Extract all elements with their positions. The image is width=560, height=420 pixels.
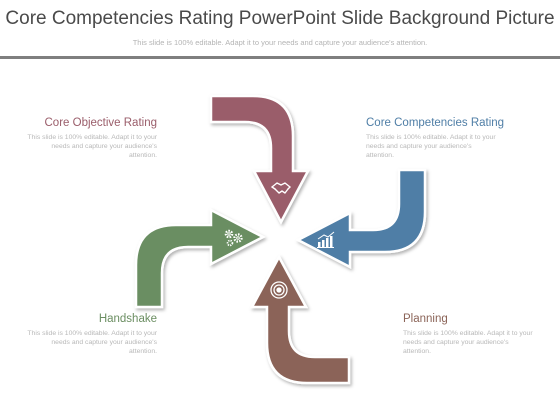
arrow-core-competencies [295,168,427,270]
arrow-planning [249,254,351,385]
slide-subtitle: This slide is 100% editable. Adapt it to… [132,38,428,47]
arrow-handshake [134,207,266,309]
core-competencies-rating-text: This slide is 100% editable. Adapt it to… [366,134,496,159]
core-objective-rating-block: Core Objective Rating This slide is 100%… [27,117,157,160]
gears-icon [224,229,243,247]
core-competencies-rating-heading: Core Competencies Rating [366,117,505,129]
planning-text: This slide is 100% editable. Adapt it to… [403,330,533,355]
slide-title: Core Competencies Rating PowerPoint Slid… [5,8,555,29]
core-competencies-rating-block: Core Competencies Rating This slide is 1… [366,117,505,160]
handshake-text: This slide is 100% editable. Adapt it to… [27,330,157,355]
arrow-core-objective [209,94,311,225]
handshake-block: Handshake This slide is 100% editable. A… [27,313,157,356]
handshake-icon [271,182,291,194]
core-objective-rating-heading: Core Objective Rating [44,117,158,129]
target-icon [270,281,288,299]
core-objective-rating-text: This slide is 100% editable. Adapt it to… [27,134,157,159]
bar-chart-icon [317,231,335,248]
title-divider [0,56,560,59]
planning-block: Planning This slide is 100% editable. Ad… [403,313,533,356]
planning-heading: Planning [403,313,448,325]
handshake-heading: Handshake [98,313,157,325]
